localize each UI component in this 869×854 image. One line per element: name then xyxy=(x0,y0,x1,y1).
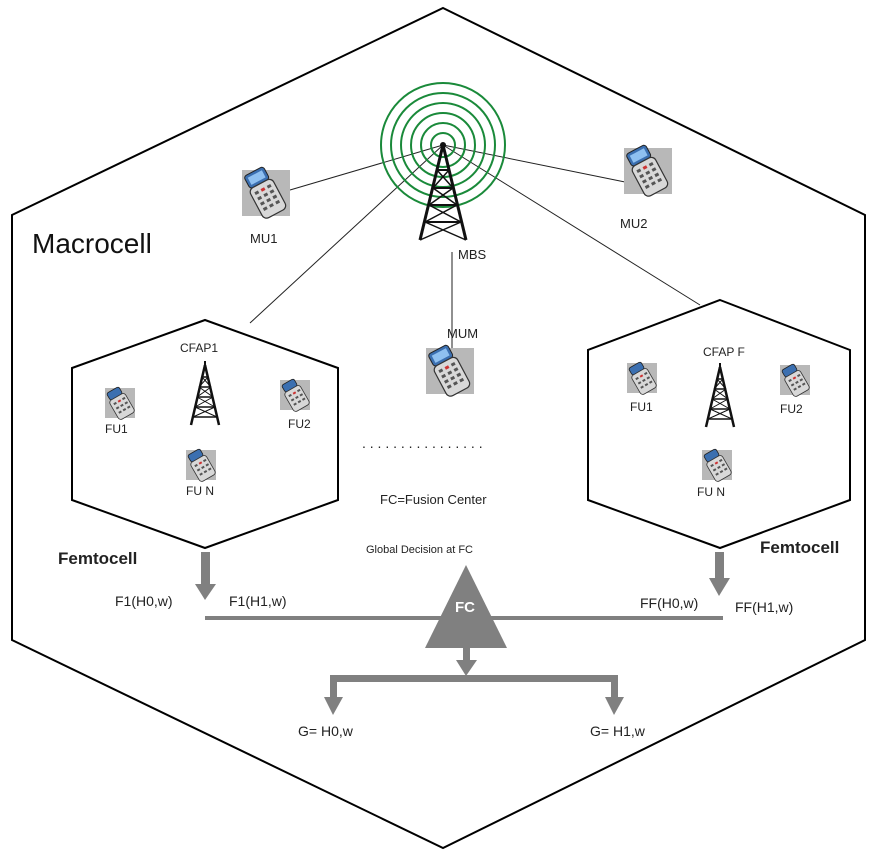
right-fu1-phone-icon xyxy=(626,360,658,396)
g-h1-label: G= H1,w xyxy=(590,723,646,739)
link-mbs-mu2 xyxy=(442,144,626,183)
left-fu1-phone-icon xyxy=(104,385,136,421)
link-mbs-cfapf xyxy=(442,144,701,306)
right-fu1-label: FU1 xyxy=(630,400,653,414)
macrocell-label: Macrocell xyxy=(32,228,152,259)
fc-arrow-head xyxy=(456,660,477,676)
fusion-center-triangle xyxy=(425,565,507,648)
left-fu2-phone-icon xyxy=(279,377,311,413)
femtocell-right-boundary xyxy=(587,298,851,550)
fc-branch-bar xyxy=(330,675,618,682)
link-mbs-cfap1 xyxy=(249,144,444,324)
f1-h1-label: F1(H1,w) xyxy=(229,593,287,609)
mum-phone-icon xyxy=(425,342,475,399)
branch-h0-shaft xyxy=(330,675,337,699)
cfap1-antenna-icon xyxy=(189,359,221,427)
mu2-phone-icon xyxy=(623,142,673,199)
left-fun-phone-icon xyxy=(185,447,217,483)
left-fun-label: FU N xyxy=(186,484,214,498)
cfapf-antenna-icon xyxy=(704,361,736,429)
femtocell-left-label: Femtocell xyxy=(58,549,137,568)
branch-h1-head xyxy=(605,697,624,715)
mbs-label: MBS xyxy=(458,247,487,262)
branch-h0-head xyxy=(324,697,343,715)
mu2-label: MU2 xyxy=(620,216,647,231)
right-fun-phone-icon xyxy=(701,447,733,483)
fc-definition: FC=Fusion Center xyxy=(380,492,487,507)
macrocell-boundary xyxy=(11,6,866,850)
right-decision-arrow-head xyxy=(709,578,730,596)
left-decision-arrow-head xyxy=(195,584,216,600)
right-fu2-phone-icon xyxy=(779,362,811,398)
global-decision-label: Global Decision at FC xyxy=(366,544,473,556)
cfap1-label: CFAP1 xyxy=(180,341,218,355)
branch-h1-shaft xyxy=(611,675,618,699)
f1-h0-label: F1(H0,w) xyxy=(115,593,173,609)
mu1-phone-icon xyxy=(241,164,291,221)
ff-h0-label: FF(H0,w) xyxy=(640,595,698,611)
mbs-tower-icon xyxy=(380,82,506,241)
fc-label: FC xyxy=(455,599,475,616)
right-fu2-label: FU2 xyxy=(780,402,803,416)
femtocell-ellipsis: . . . . . . . . . . . . . . . . xyxy=(362,435,483,451)
left-decision-arrow-shaft xyxy=(201,552,210,584)
fc-arrow-shaft xyxy=(463,648,470,664)
cfapf-label: CFAP F xyxy=(703,345,745,359)
femtocell-left-boundary xyxy=(71,318,339,550)
right-fun-label: FU N xyxy=(697,485,725,499)
left-fu1-label: FU1 xyxy=(105,422,128,436)
right-decision-arrow-shaft xyxy=(715,552,724,580)
femtocell-right-label: Femtocell xyxy=(760,538,839,557)
g-h0-label: G= H0,w xyxy=(298,723,354,739)
ff-h1-label: FF(H1,w) xyxy=(735,599,793,615)
mum-label: MUM xyxy=(447,326,478,341)
left-fu2-label: FU2 xyxy=(288,417,311,431)
mu1-label: MU1 xyxy=(250,231,277,246)
link-mbs-mu1 xyxy=(289,144,444,191)
